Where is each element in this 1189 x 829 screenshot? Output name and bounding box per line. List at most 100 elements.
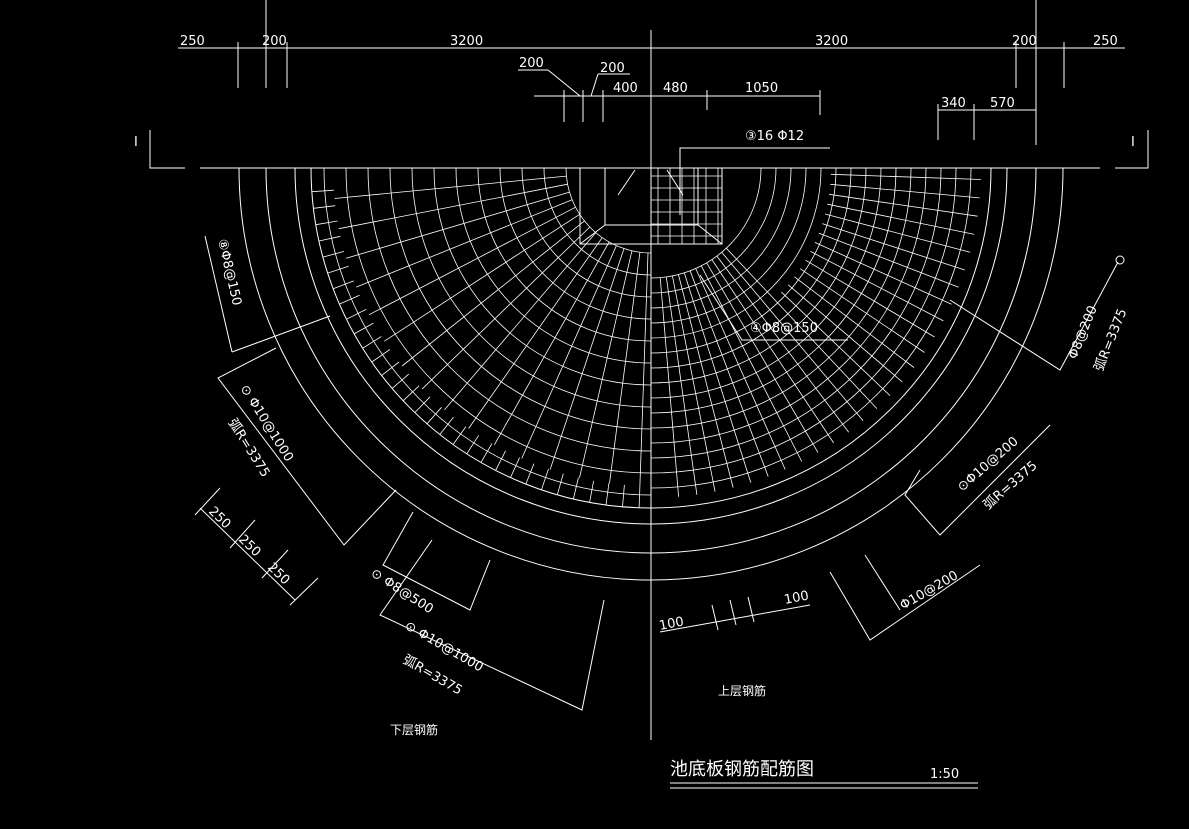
bottom-dim-b: 100 xyxy=(783,588,810,607)
lower-edge-bar xyxy=(327,265,349,274)
upper-radial-bar xyxy=(683,272,752,483)
leader-l-c10 xyxy=(217,347,397,546)
lower-edge-bar xyxy=(452,426,467,445)
lower-edge-bar xyxy=(495,450,506,471)
edge-dim-b: 250 xyxy=(235,532,263,560)
upper-radial-bar xyxy=(787,284,903,383)
center-column xyxy=(579,167,723,245)
callout-8: ⑧Φ8@150 xyxy=(214,238,244,308)
upper-radial-bar xyxy=(665,276,698,495)
lower-edge-bar xyxy=(638,485,641,508)
drawing-title: 池底板钢筋配筋图 xyxy=(670,759,814,780)
upper-radial-bar xyxy=(689,270,769,477)
lower-edge-bar xyxy=(556,473,564,495)
lower-edge-bar xyxy=(402,385,420,401)
lower-edge-bar xyxy=(315,220,338,226)
upper-radial-bar xyxy=(678,274,734,488)
upper-radial-bar xyxy=(716,255,850,433)
callout-l-c8-500: ⊙ Φ8@500 xyxy=(368,566,436,617)
section-mark-left: I xyxy=(134,135,138,150)
lower-edge-bar xyxy=(381,361,400,376)
lower-radial-bar xyxy=(368,206,576,316)
upper-radial-bar xyxy=(700,265,803,462)
upper-radial-bar xyxy=(829,193,978,217)
lower-radial-bar xyxy=(384,213,580,342)
upper-ring-0 xyxy=(650,167,762,279)
lower-radial-bar xyxy=(609,252,641,484)
upper-ring-4 xyxy=(650,167,822,339)
upper-ring-13 xyxy=(650,167,957,474)
lower-radial-bar xyxy=(494,241,610,445)
lower-edge-bar xyxy=(318,235,341,242)
bottom-dims xyxy=(659,596,811,633)
dim-center-400: 400 xyxy=(613,81,638,96)
lower-edge-bar xyxy=(466,435,480,455)
lower-radial-bar xyxy=(338,183,568,230)
lower-radial-bar xyxy=(639,252,649,486)
lower-ring-7 xyxy=(411,167,652,408)
lower-edge-bar xyxy=(414,396,431,413)
lower-radial-bar xyxy=(356,199,573,288)
lower-edge-bar xyxy=(605,483,610,506)
lower-ring-4 xyxy=(477,167,652,342)
lower-radial-bar xyxy=(521,245,617,459)
label-lower-rebar: 下层钢筋 xyxy=(390,722,438,737)
lower-edge-bar xyxy=(439,416,454,435)
lower-ring-9 xyxy=(367,167,652,452)
dim-center-200-a: 200 xyxy=(519,56,544,71)
lower-radial-bar xyxy=(549,248,625,470)
section-mark-right: I xyxy=(1131,135,1135,150)
upper-radial-bar xyxy=(799,268,925,353)
leader-r-f8 xyxy=(949,261,1119,371)
upper-rebar-grid xyxy=(650,167,981,497)
upper-ring-5 xyxy=(650,167,837,354)
bottom-dim-a: 100 xyxy=(658,614,685,633)
top-dimension-line xyxy=(178,0,1125,145)
lower-radial-bar xyxy=(444,232,597,411)
lower-edge-bar xyxy=(313,205,336,209)
upper-ring-8 xyxy=(650,167,882,399)
lower-edge-bar xyxy=(391,373,410,389)
lower-rebar-grid xyxy=(311,167,652,508)
lower-radial-bar xyxy=(468,237,603,429)
upper-radial-bar xyxy=(711,259,834,444)
upper-radial-bar xyxy=(659,277,679,497)
leader-r-c10-200 xyxy=(904,424,1051,536)
upper-radial-bar xyxy=(818,232,959,288)
upper-radial-bar xyxy=(824,213,971,253)
upper-ring-12 xyxy=(650,167,942,459)
upper-radial-bar xyxy=(794,276,915,368)
upper-ring-14 xyxy=(650,167,972,489)
lower-edge-bar xyxy=(589,480,594,503)
upper-radial-bar xyxy=(781,291,891,396)
lower-edge-bar xyxy=(573,477,579,500)
upper-radial-bar xyxy=(672,275,716,492)
lower-ring-5 xyxy=(455,167,652,364)
dim-right-200: 200 xyxy=(1012,34,1037,49)
edge-dim-c: 250 xyxy=(264,560,292,588)
lower-edge-bar xyxy=(622,484,625,507)
upper-radial-bar xyxy=(706,262,819,453)
lower-ring-6 xyxy=(433,167,652,386)
callout-3: ③16 Φ12 xyxy=(745,129,804,144)
lower-ring-11 xyxy=(323,167,652,496)
upper-radial-bar xyxy=(830,173,981,180)
upper-radial-bar xyxy=(822,223,965,271)
upper-ring-7 xyxy=(650,167,867,384)
dim-left-200: 200 xyxy=(262,34,287,49)
leader-8 xyxy=(204,235,233,353)
lower-ring-10 xyxy=(345,167,652,474)
upper-ring-3 xyxy=(650,167,807,324)
leader-4 xyxy=(699,274,848,341)
lower-radial-bar xyxy=(421,226,591,390)
dim-right-250: 250 xyxy=(1093,34,1118,49)
lower-ring-2 xyxy=(521,167,652,298)
lower-edge-bar xyxy=(525,463,535,485)
upper-radial-bar xyxy=(814,242,952,305)
upper-ring-10 xyxy=(650,167,912,429)
edge-dims xyxy=(194,487,319,606)
upper-radial-bar xyxy=(830,183,980,199)
callout-r-f10-200: Φ10@200 xyxy=(898,568,961,613)
dim-right-570: 570 xyxy=(990,96,1015,111)
